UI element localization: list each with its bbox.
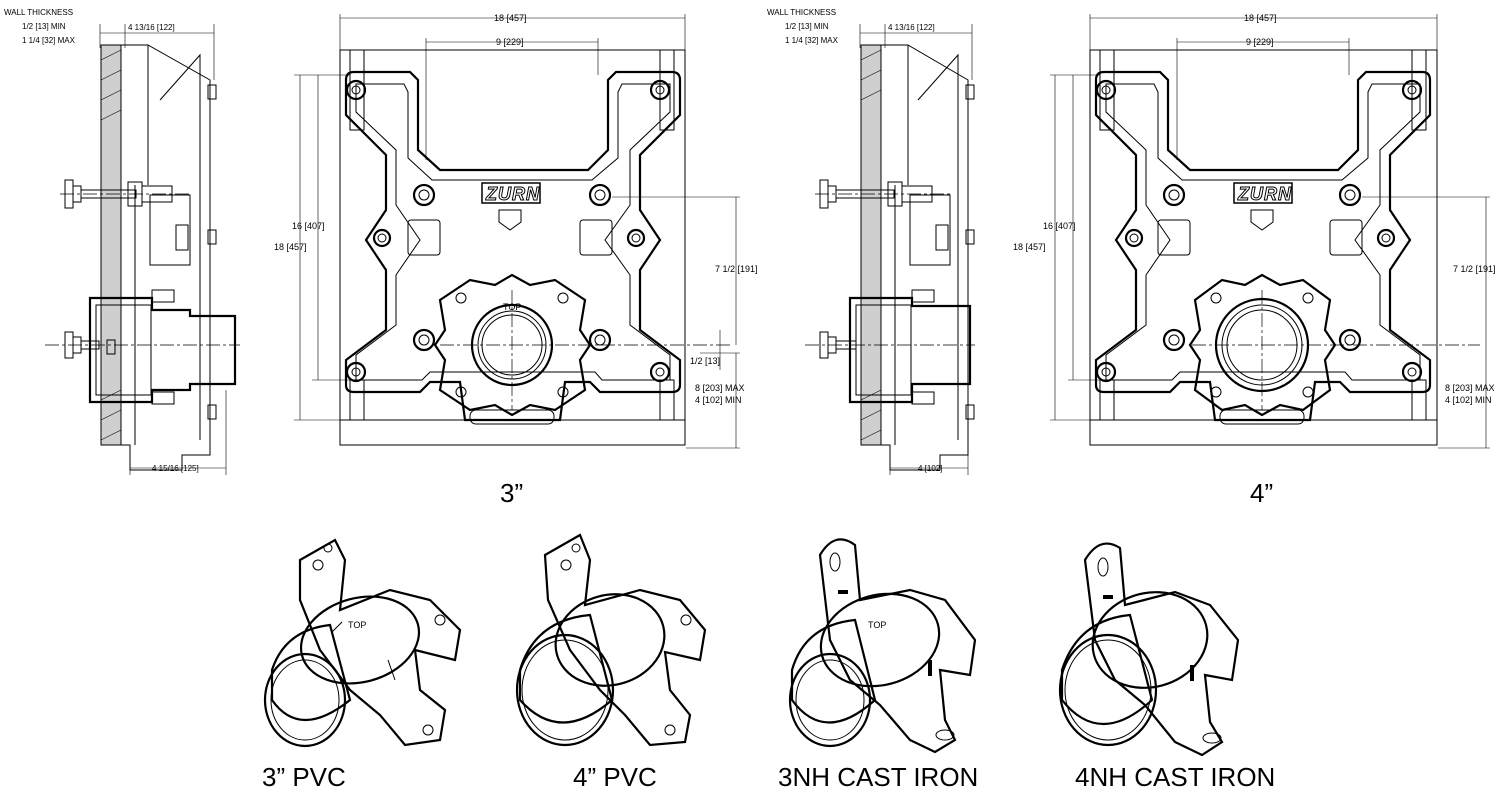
outlet-4in-pvc [515,533,707,747]
outlet-3in-pvc: TOP [263,538,462,748]
wall-thickness-title-4in: WALL THICKNESS [767,8,836,17]
side-depth-bottom-4in: 4 [102] [918,464,942,473]
outlet-4nh-cast-iron [1058,542,1240,757]
zurn-logo-4in: ZURN [1237,184,1292,204]
overall-width-4in: 18 [457] [1244,13,1277,23]
fitting-top-mark-3ci: TOP [868,620,886,630]
caption-4in: 4” [1250,478,1273,508]
adjust-min-4in: 4 [102] MIN [1445,395,1492,405]
outlet-offset-3in: 1/2 [13] [690,356,720,366]
wall-thickness-max-3in: 1 1/4 [32] MAX [22,36,76,45]
hole-height-4in: 16 [407] [1043,221,1076,231]
overall-width-3in: 18 [457] [494,13,527,23]
adjust-max-3in: 8 [203] MAX [695,383,745,393]
side-depth-top-3in: 4 13/16 [122] [128,23,175,32]
front-view-4in: 18 [457] 9 [229] 18 [457] 16 [407] ZURN [1013,13,1496,508]
adjust-min-3in: 4 [102] MIN [695,395,742,405]
outlet-label-3in-pvc: 3” PVC [262,762,346,792]
caption-3in: 3” [500,478,523,508]
hole-spacing-3in: 9 [229] [496,37,524,47]
wall-thickness-title-3in: WALL THICKNESS [4,8,73,17]
wall-thickness-min-3in: 1/2 [13] MIN [22,22,66,31]
side-depth-top-4in: 4 13/16 [122] [888,23,935,32]
hole-height-3in: 16 [407] [292,221,325,231]
zurn-logo-3in: ZURN [485,184,540,204]
front-view-3in: 18 [457] 9 [229] 18 [457] 16 [407] [274,13,758,508]
side-view-3in: WALL THICKNESS 1/2 [13] MIN 1 1/4 [32] M… [4,8,240,475]
fitting-top-mark-3pvc: TOP [348,620,366,630]
overall-height-4in: 18 [457] [1013,242,1046,252]
side-depth-bottom-3in: 4 15/16 [125] [152,464,199,473]
hole-spacing-4in: 9 [229] [1246,37,1274,47]
outlet-height-3in: 7 1/2 [191] [715,264,758,274]
outlet-label-4nh-cast-iron: 4NH CAST IRON [1075,762,1275,792]
outlet-label-3nh-cast-iron: 3NH CAST IRON [778,762,978,792]
overall-height-3in: 18 [457] [274,242,307,252]
outlet-label-4in-pvc: 4” PVC [573,762,657,792]
wall-thickness-max-4in: 1 1/4 [32] MAX [785,36,839,45]
outlet-height-4in: 7 1/2 [191] [1453,264,1496,274]
outlet-3nh-cast-iron: TOP [788,538,977,754]
adjust-max-4in: 8 [203] MAX [1445,383,1495,393]
wall-thickness-min-4in: 1/2 [13] MIN [785,22,829,31]
side-view-4in: WALL THICKNESS 1/2 [13] MIN 1 1/4 [32] M… [767,8,975,475]
